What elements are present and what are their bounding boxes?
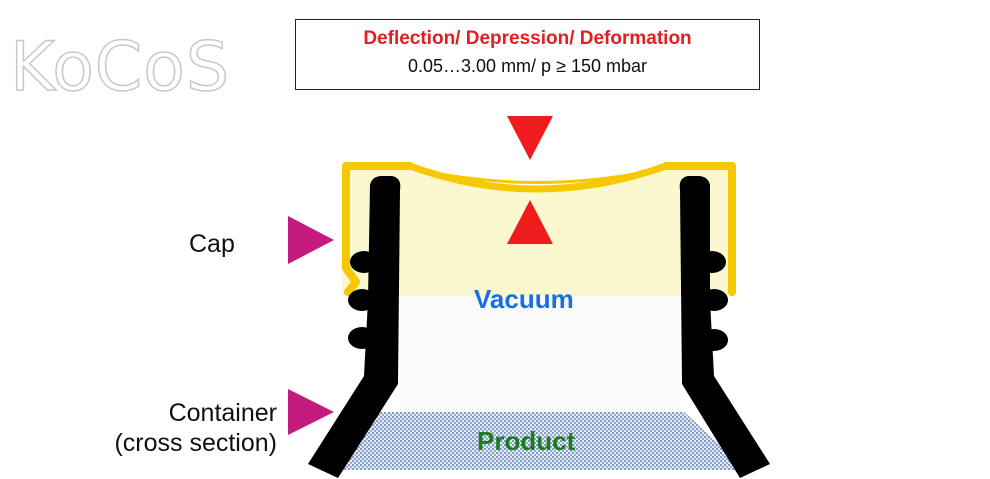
deflection-arrow-up (507, 200, 553, 244)
container-label-line2: (cross section) (114, 429, 277, 457)
container-left-wall (308, 176, 401, 478)
product-label: Product (477, 426, 576, 456)
container-label: Container (cross section) (114, 398, 277, 458)
deflection-arrow-down (507, 116, 553, 160)
cap-outline (342, 162, 736, 296)
kocos-logo: KoCoS (9, 28, 231, 107)
container-right-wall (679, 176, 770, 478)
spec-title: Deflection/ Depression/ Deformation (363, 28, 692, 49)
spec-value: 0.05…3.00 mm/ p ≥ 150 mbar (408, 56, 647, 76)
vacuum-zone (400, 296, 680, 414)
vacuum-label: Vacuum (474, 284, 574, 314)
product-zone (326, 412, 748, 470)
container-label-line1: Container (168, 399, 277, 427)
cap-label: Cap (189, 230, 235, 258)
deflection-spec-box: Deflection/ Depression/ Deformation 0.05… (295, 19, 760, 90)
container-pointer-arrow (288, 389, 334, 435)
cap-pointer-arrow (288, 216, 334, 264)
